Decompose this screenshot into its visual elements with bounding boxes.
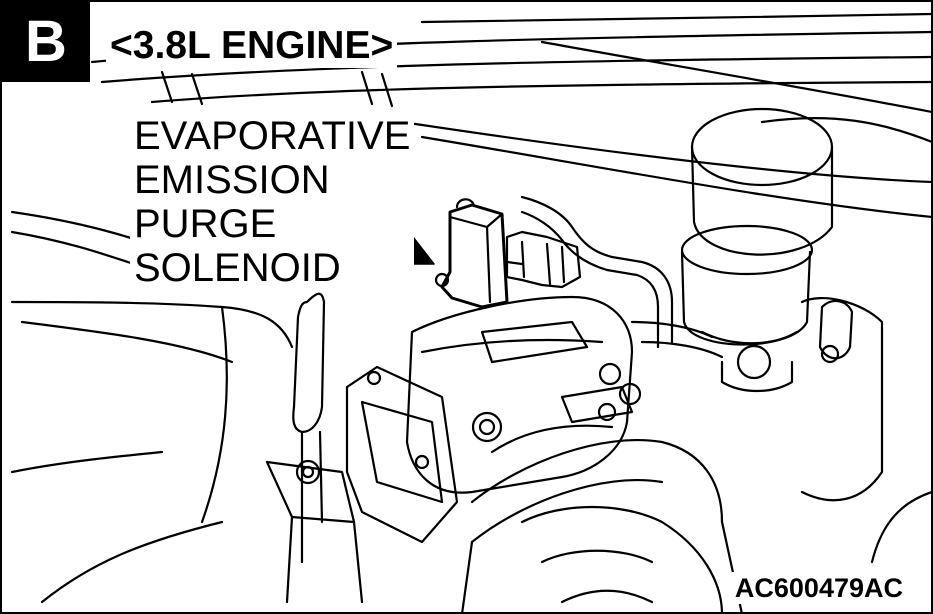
figure-code: AC600479AC (728, 572, 909, 604)
air-intake-duct (461, 424, 743, 612)
callout-line: PURGE (134, 202, 277, 246)
right-stud (800, 297, 931, 564)
callout-line: EVAPORATIVE (134, 114, 411, 158)
callout-line: SOLENOID (134, 246, 341, 290)
reservoir-cylinder (680, 107, 931, 392)
vacuum-hose (292, 292, 326, 564)
bracket-bolt (265, 459, 364, 604)
throttle-body (345, 295, 642, 544)
component-callout-label: EVAPORATIVE EMISSION PURGE SOLENOID (130, 112, 415, 292)
section-badge: B (2, 2, 90, 82)
callout-line: EMISSION (134, 158, 330, 202)
engine-label: <3.8L ENGINE> (106, 24, 398, 68)
purge-hose (520, 195, 724, 359)
purge-solenoid-drawing (434, 198, 582, 309)
